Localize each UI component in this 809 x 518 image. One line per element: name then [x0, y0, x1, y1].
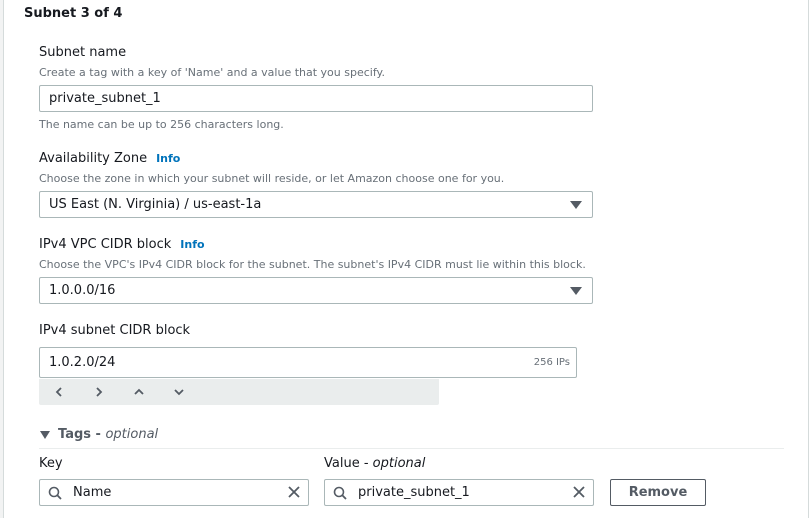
vpc-cidr-select[interactable]: 1.0.0.0/16: [39, 277, 593, 304]
cidr-next-button[interactable]: [87, 379, 111, 405]
cidr-increment-button[interactable]: [127, 379, 151, 405]
tag-key-label: Key: [39, 456, 63, 471]
tags-title: Tags - optional: [58, 427, 158, 442]
availability-zone-select[interactable]: US East (N. Virginia) / us-east-1a: [39, 191, 593, 218]
tag-key-value: Name: [73, 485, 112, 500]
tag-value-label: Value - optional: [324, 456, 425, 471]
vpc-cidr-selected: 1.0.0.0/16: [49, 283, 116, 298]
subnet-name-description: Create a tag with a key of 'Name' and a …: [39, 66, 385, 79]
clear-key-icon[interactable]: [287, 485, 301, 499]
cidr-decrement-button[interactable]: [167, 379, 191, 405]
tag-value-label-text: Value -: [324, 456, 369, 471]
tag-value-input[interactable]: private_subnet_1: [324, 479, 594, 506]
caret-down-icon: [570, 287, 582, 295]
tag-key-input[interactable]: Name: [39, 479, 309, 506]
search-icon: [48, 486, 62, 500]
vpc-cidr-info-link[interactable]: Info: [180, 238, 205, 251]
tags-section-toggle[interactable]: Tags - optional: [40, 427, 158, 442]
availability-zone-info-link[interactable]: Info: [156, 152, 181, 165]
divider: [39, 448, 784, 449]
remove-tag-button[interactable]: Remove: [610, 479, 706, 506]
availability-zone-selected: US East (N. Virginia) / us-east-1a: [49, 197, 262, 212]
caret-down-icon: [40, 430, 50, 439]
subnet-panel: Subnet 3 of 4 Subnet name Create a tag w…: [3, 0, 809, 518]
subnet-cidr-input[interactable]: 1.0.2.0/24 256 IPs: [39, 347, 577, 378]
subnet-name-input[interactable]: private_subnet_1: [39, 85, 593, 112]
availability-zone-label: Availability Zone Info: [39, 151, 180, 166]
clear-value-icon[interactable]: [572, 485, 586, 499]
subnet-cidr-label: IPv4 subnet CIDR block: [39, 323, 191, 338]
chevron-up-icon: [134, 388, 144, 395]
search-icon: [333, 486, 347, 500]
availability-zone-label-text: Availability Zone: [39, 151, 148, 166]
subnet-cidr-value: 1.0.2.0/24: [49, 355, 116, 370]
tag-value-value: private_subnet_1: [358, 485, 470, 500]
vpc-cidr-label-text: IPv4 VPC CIDR block: [39, 237, 172, 252]
tags-optional-text: optional: [105, 427, 159, 442]
panel-title: Subnet 3 of 4: [24, 6, 123, 21]
tags-title-text: Tags -: [58, 427, 101, 442]
tag-value-optional-text: optional: [372, 456, 426, 471]
chevron-right-icon: [96, 387, 103, 397]
availability-zone-description: Choose the zone in which your subnet wil…: [39, 172, 505, 185]
chevron-left-icon: [55, 387, 62, 397]
vpc-cidr-label: IPv4 VPC CIDR block Info: [39, 237, 205, 252]
cidr-prev-button[interactable]: [47, 379, 71, 405]
subnet-name-label: Subnet name: [39, 45, 127, 60]
cidr-stepper: [39, 379, 439, 405]
ip-count: 256 IPs: [533, 357, 570, 368]
vpc-cidr-description: Choose the VPC's IPv4 CIDR block for the…: [39, 258, 586, 271]
chevron-down-icon: [174, 389, 184, 396]
caret-down-icon: [570, 201, 582, 209]
subnet-name-hint: The name can be up to 256 characters lon…: [39, 118, 284, 131]
